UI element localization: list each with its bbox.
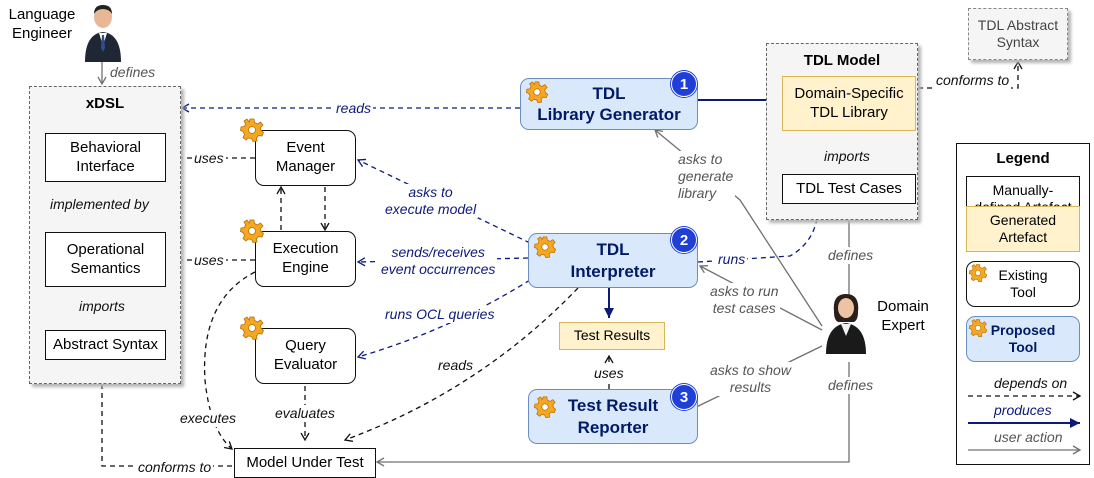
label-asks-show: asks to show results [708,362,793,396]
gear-icon [968,264,988,283]
imports-label-tdl: imports [824,148,870,165]
language-engineer-icon [85,5,121,62]
label-defines-mut: defines [826,377,876,394]
legend-depends-on: depends on [994,375,1068,391]
gear-icon [533,396,557,419]
label-evaluates: evaluates [273,405,337,422]
gear-icon [533,236,557,259]
gear-icon [240,219,264,243]
label-runs: runs [716,251,748,268]
execution-engine-box[interactable]: Execution Engine [255,231,356,287]
label-conforms-tdl: conforms to [934,72,1012,89]
label-sends-receives: sends/receives event occurrences [379,244,498,278]
legend-panel [956,143,1090,465]
language-engineer-label: Language Engineer [8,6,76,42]
interpreter-box[interactable]: TDL Interpreter [528,233,698,288]
label-uses-1: uses [192,150,226,167]
implemented-by-label: implemented by [50,196,149,213]
test-cases-box[interactable]: TDL Test Cases [782,174,916,204]
library-box[interactable]: Domain-Specific TDL Library [782,76,916,131]
tdl-abstract-syntax-box[interactable]: TDL Abstract Syntax [968,8,1068,60]
imports-label-xdsl: imports [79,298,125,315]
operational-semantics-box[interactable]: Operational Semantics [45,232,166,287]
step-badge-3: 3 [671,384,697,410]
step-badge-2: 2 [671,227,697,253]
behavioral-interface-box[interactable]: Behavioral Interface [45,133,166,182]
tdl-model-title: TDL Model [803,52,881,69]
gear-icon [525,81,549,104]
label-runs-ocl: runs OCL queries [383,306,497,323]
domain-expert-icon [826,294,866,354]
label-uses-results: uses [592,365,626,382]
gear-icon [240,118,264,142]
abstract-syntax-box[interactable]: Abstract Syntax [45,330,166,360]
label-executes: executes [178,410,239,427]
legend-user-action: user action [994,429,1063,445]
library-generator-box[interactable]: TDL Library Generator [520,78,698,130]
model-under-test-box[interactable]: Model Under Test [234,448,376,478]
step-badge-1: 1 [671,71,697,97]
label-defines-top: defines [108,64,158,81]
legend-generated: Generated Artefact [966,206,1080,252]
legend-produces: produces [994,402,1052,418]
label-asks-execute: asks to execute model [383,184,479,218]
legend-proposed: Proposed Tool [966,316,1080,362]
label-defines-cases: defines [826,247,876,264]
label-asks-run: asks to run test cases [708,283,781,317]
label-uses-2: uses [192,252,226,269]
query-evaluator-box[interactable]: Query Evaluator [255,328,356,384]
label-conforms-mut: conforms to [136,459,214,476]
reporter-box[interactable]: Test Result Reporter [528,389,698,444]
label-reads-top: reads [334,100,374,117]
edge-conforms-tdl [918,60,1023,89]
label-asks-generate: asks to generate library [676,151,736,202]
legend-title: Legend [996,150,1050,167]
xdsl-title: xDSL [85,95,125,112]
event-manager-box[interactable]: Event Manager [255,130,356,186]
gear-icon [968,319,988,338]
domain-expert-label: Domain Expert [877,298,929,334]
gear-icon [240,316,264,340]
test-results-box[interactable]: Test Results [559,322,665,350]
label-reads-mut: reads [436,357,476,374]
